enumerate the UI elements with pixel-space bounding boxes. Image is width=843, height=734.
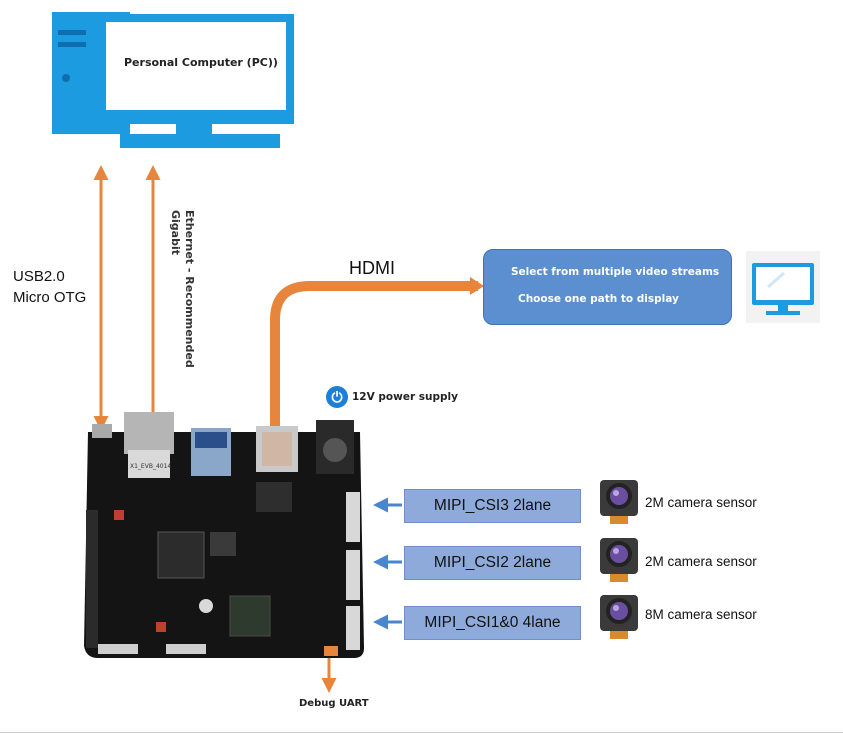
- usb-label-line2: Micro OTG: [13, 289, 87, 306]
- usb-label-line1: USB2.0: [13, 268, 65, 285]
- ethernet-label: Ethernet - Recommended Gigabit: [169, 210, 196, 368]
- usb-label: USB2.0 Micro OTG: [13, 266, 86, 308]
- dev-board: X1_EVB_4014: [84, 412, 364, 658]
- mipi-csi10-box: MIPI_CSI1&0 4lane: [404, 606, 581, 640]
- camera-label-1: 2M camera sensor: [645, 495, 757, 510]
- debug-uart-label: Debug UART: [299, 698, 369, 709]
- pc-label: Personal Computer (PC)): [124, 56, 278, 69]
- personal-computer-icon: [52, 12, 294, 148]
- mipi-csi3-box: MIPI_CSI3 2lane: [404, 489, 581, 523]
- monitor-icon: [746, 251, 820, 323]
- hdmi-arrow: [270, 281, 478, 428]
- video-stream-line1: Select from multiple video streams: [511, 266, 720, 278]
- video-stream-box: Select from multiple video streams Choos…: [483, 249, 732, 325]
- camera-sensor-icon-1: [600, 480, 638, 524]
- camera-sensor-icon-3: [600, 595, 638, 639]
- power-icon: ⏻: [326, 386, 348, 408]
- mipi-csi2-box: MIPI_CSI2 2lane: [404, 546, 581, 580]
- hdmi-label: HDMI: [349, 258, 395, 278]
- camera-label-2: 2M camera sensor: [645, 554, 757, 569]
- power-label: 12V power supply: [352, 391, 458, 403]
- board-silkscreen: X1_EVB_4014: [130, 463, 171, 470]
- camera-label-3: 8M camera sensor: [645, 607, 757, 622]
- camera-sensor-icon-2: [600, 538, 638, 582]
- bottom-divider: [0, 732, 843, 733]
- video-stream-line2: Choose one path to display: [518, 293, 679, 305]
